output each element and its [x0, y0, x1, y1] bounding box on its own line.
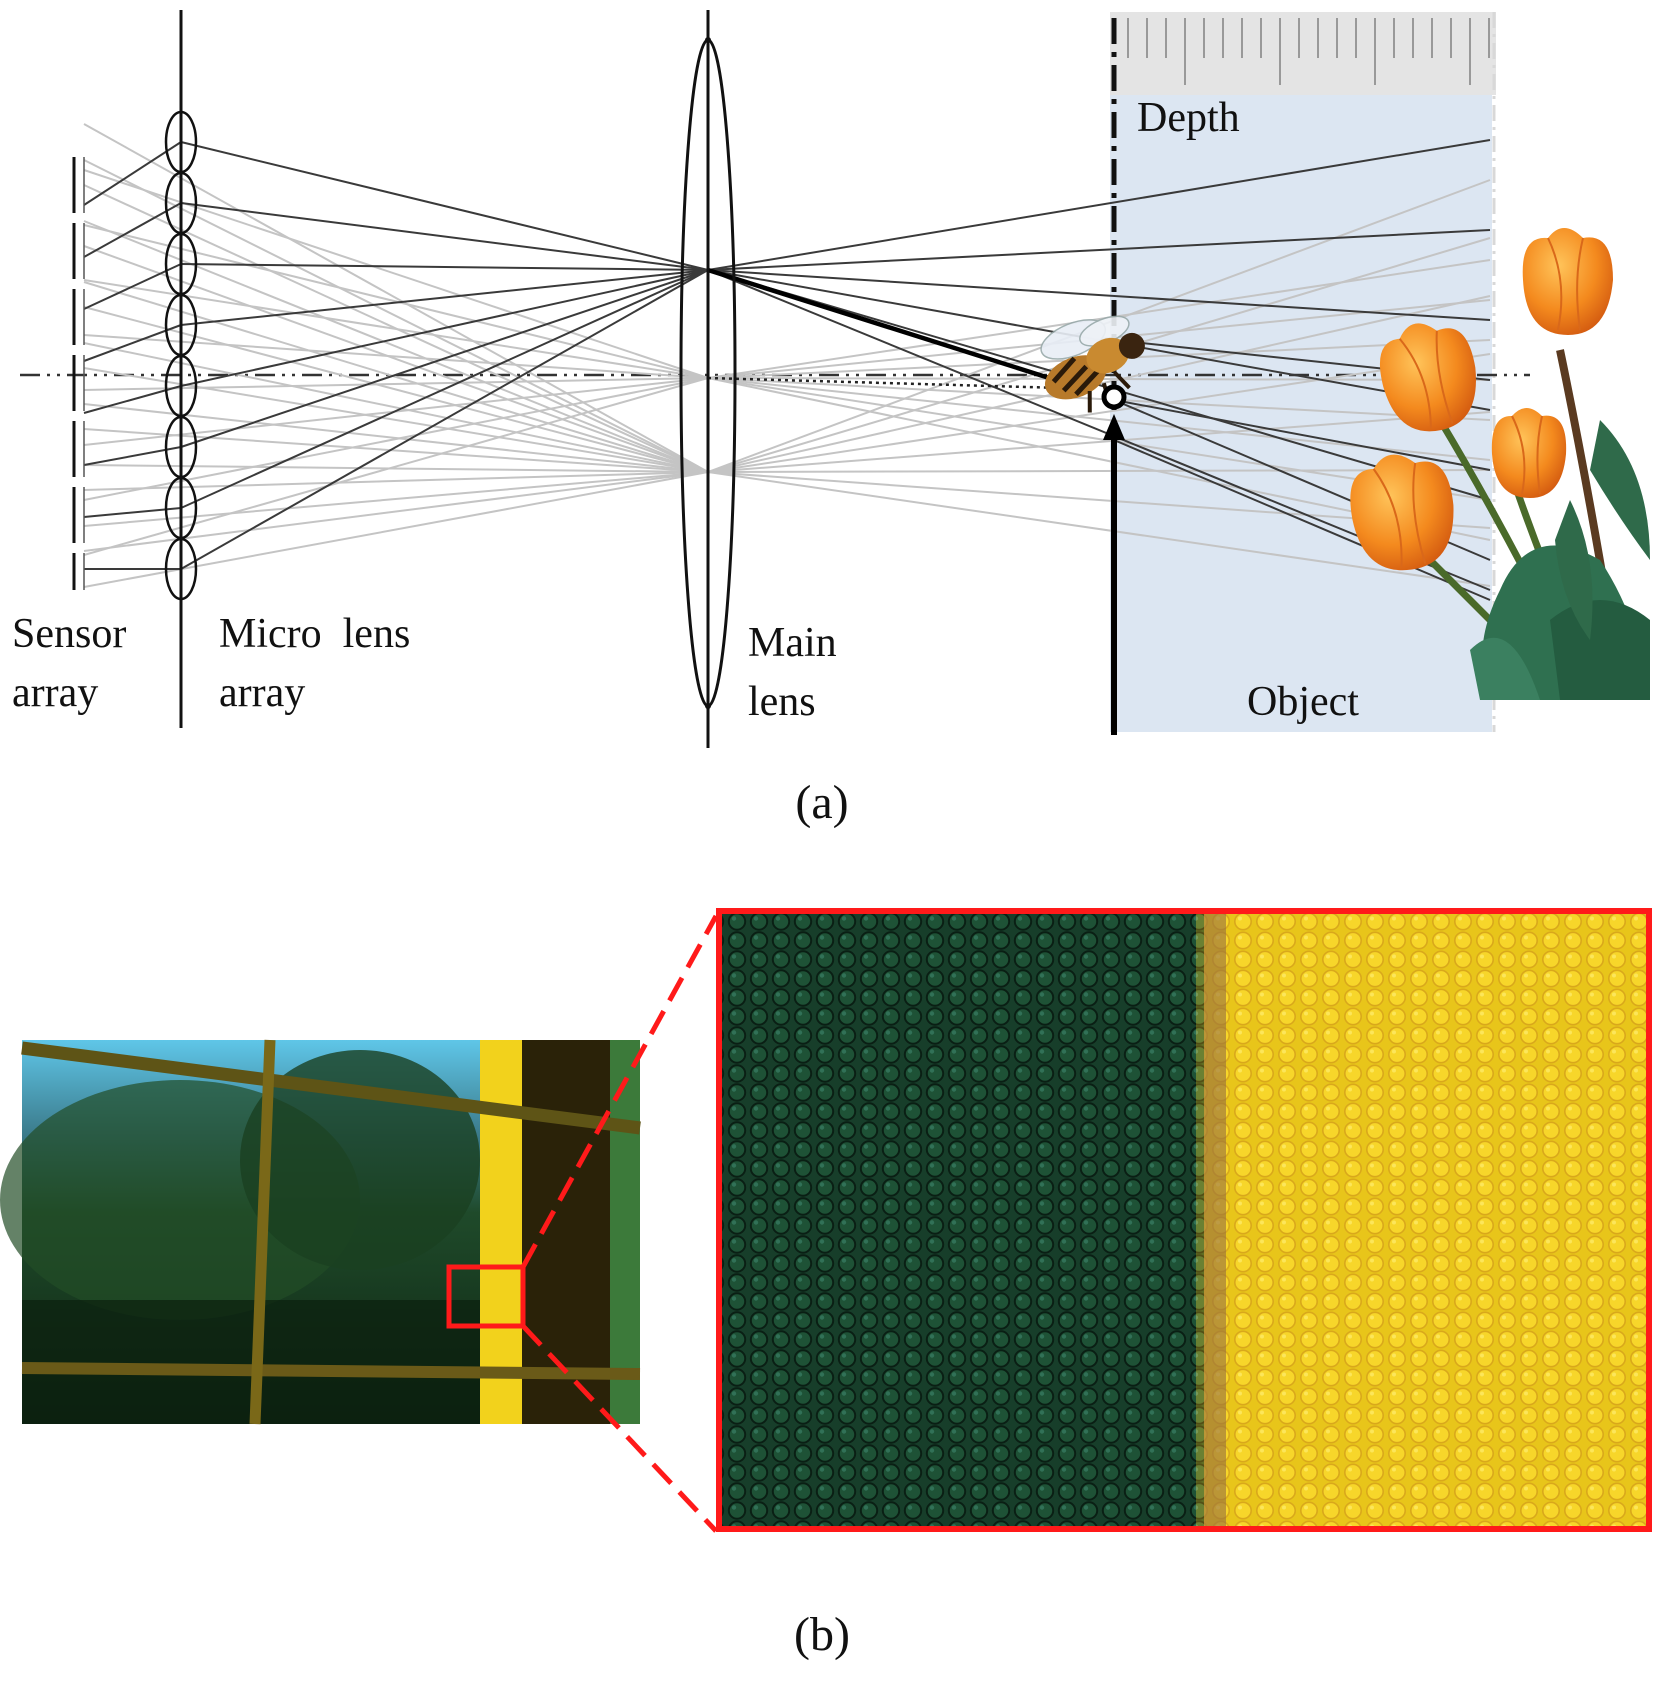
ray — [83, 159, 709, 473]
ray — [83, 220, 709, 473]
ray — [83, 471, 709, 552]
ray — [83, 471, 709, 588]
chief-ray-dotted — [707, 376, 1063, 390]
ray — [83, 377, 709, 556]
focus-point — [1101, 384, 1127, 410]
ray — [83, 471, 709, 527]
ruler-ticks — [1127, 18, 1490, 85]
zoom-connector-top — [520, 914, 719, 1269]
ray — [83, 281, 709, 473]
ray — [707, 471, 1491, 587]
chief-ray — [707, 267, 1066, 386]
ray — [180, 263, 709, 271]
ray — [180, 269, 709, 570]
ray — [83, 334, 709, 379]
label-micro-1: Micro lens — [219, 611, 410, 657]
ray — [707, 229, 1491, 271]
micro-lens — [164, 537, 198, 601]
panel-b: (b) — [0, 908, 1652, 1661]
ray — [180, 269, 709, 387]
zoom-connector-bottom — [521, 1324, 718, 1533]
ray — [83, 279, 709, 379]
sensor-array — [72, 157, 85, 590]
window-frame-photo — [0, 1039, 641, 1425]
caption-b: (b) — [794, 1608, 850, 1661]
panel-a: Sensor array Micro lens array Main lens … — [12, 10, 1650, 829]
micro-lens-array — [164, 110, 198, 601]
ray — [83, 385, 182, 414]
microlens-array-zoom — [716, 908, 1652, 1532]
label-main-2: lens — [748, 679, 816, 725]
caption-a: (a) — [795, 776, 848, 829]
depth-ruler — [1110, 12, 1496, 95]
ray — [180, 269, 709, 448]
ray — [707, 139, 1491, 271]
ray — [1113, 439, 1491, 601]
ray — [83, 306, 709, 473]
tulip-icon — [1350, 228, 1650, 700]
ray — [180, 269, 709, 326]
ray — [180, 202, 709, 271]
ray — [83, 224, 709, 379]
ray — [83, 464, 709, 473]
label-object: Object — [1247, 679, 1359, 725]
label-sensor-1: Sensor — [12, 611, 126, 657]
bee-icon — [1040, 315, 1145, 413]
ray — [83, 245, 709, 473]
object-arrowhead — [1103, 414, 1125, 440]
ray — [180, 141, 709, 271]
label-micro-2: array — [219, 670, 305, 716]
ray — [707, 269, 1491, 321]
ray — [83, 324, 182, 362]
ray — [83, 377, 709, 391]
ray — [83, 123, 709, 473]
ray — [180, 269, 709, 509]
ray — [83, 263, 182, 310]
ray — [707, 353, 1491, 473]
label-depth: Depth — [1137, 95, 1240, 141]
label-sensor-2: array — [12, 670, 98, 716]
zoom-box — [446, 1264, 526, 1329]
ray — [707, 411, 1491, 473]
ray — [83, 202, 182, 258]
label-main-1: Main — [748, 620, 837, 666]
ray — [707, 469, 1491, 473]
ray — [83, 428, 709, 473]
ray — [83, 141, 182, 206]
ray — [707, 377, 1491, 421]
ray — [83, 342, 709, 473]
rays-light — [83, 123, 1491, 588]
ray — [707, 259, 1491, 379]
ray — [83, 471, 709, 491]
ray — [1113, 399, 1491, 471]
